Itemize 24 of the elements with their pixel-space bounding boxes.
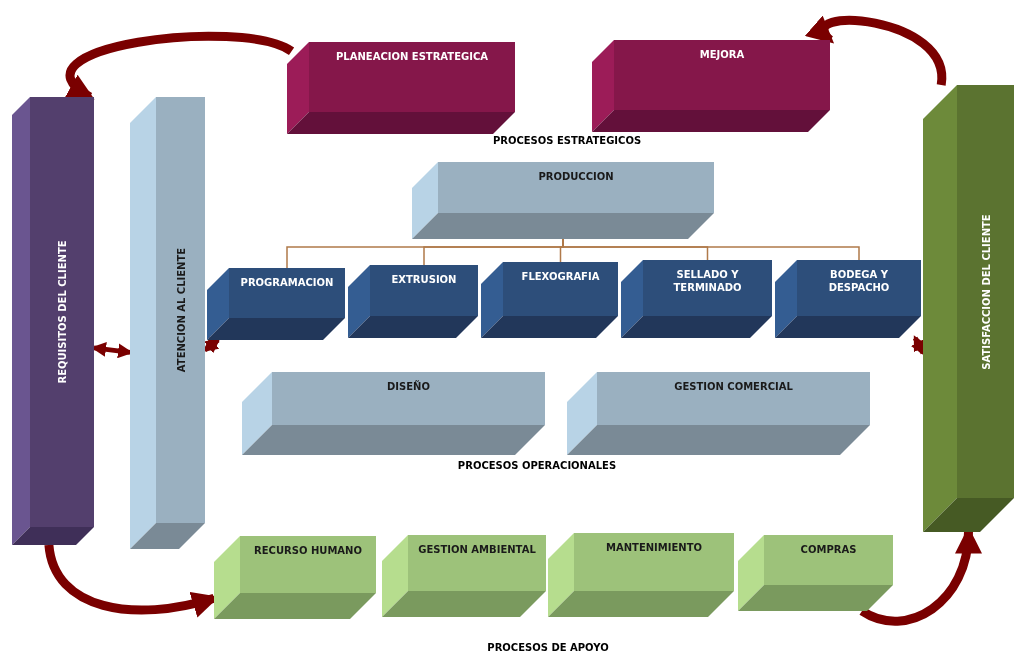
process-label: SELLADO Y TERMINADO xyxy=(672,268,743,294)
process-label: REQUISITOS DEL CLIENTE xyxy=(55,240,69,384)
process-label: PRODUCCION xyxy=(537,170,615,183)
process-label: RECURSO HUMANO xyxy=(253,544,363,557)
process-label: PROGRAMACION xyxy=(239,276,335,289)
process-label: GESTION COMERCIAL xyxy=(673,380,794,393)
process-label: GESTION AMBIENTAL xyxy=(417,543,537,556)
process-label: COMPRAS xyxy=(799,543,858,556)
process-label: EXTRUSION xyxy=(390,273,458,286)
process-label: DISEÑO xyxy=(386,380,431,393)
arrow xyxy=(806,14,946,86)
section-label: PROCESOS DE APOYO xyxy=(487,642,609,653)
process-label: FLEXOGRAFIA xyxy=(520,270,601,283)
process-label: ATENCION AL CLIENTE xyxy=(174,247,187,373)
arrow xyxy=(91,341,133,359)
section-label: PROCESOS OPERACIONALES xyxy=(457,460,617,471)
process-label: MANTENIMIENTO xyxy=(605,541,703,554)
process-label: PLANEACION ESTRATEGICA xyxy=(335,50,489,63)
section-label: PROCESOS ESTRATEGICOS xyxy=(492,135,642,146)
process-label: MEJORA xyxy=(698,48,746,61)
process-label: BODEGA Y DESPACHO xyxy=(827,268,891,294)
process-label: SATISFACCION DEL CLIENTE xyxy=(979,213,992,370)
connector-line xyxy=(562,238,860,261)
arrow xyxy=(64,31,294,101)
